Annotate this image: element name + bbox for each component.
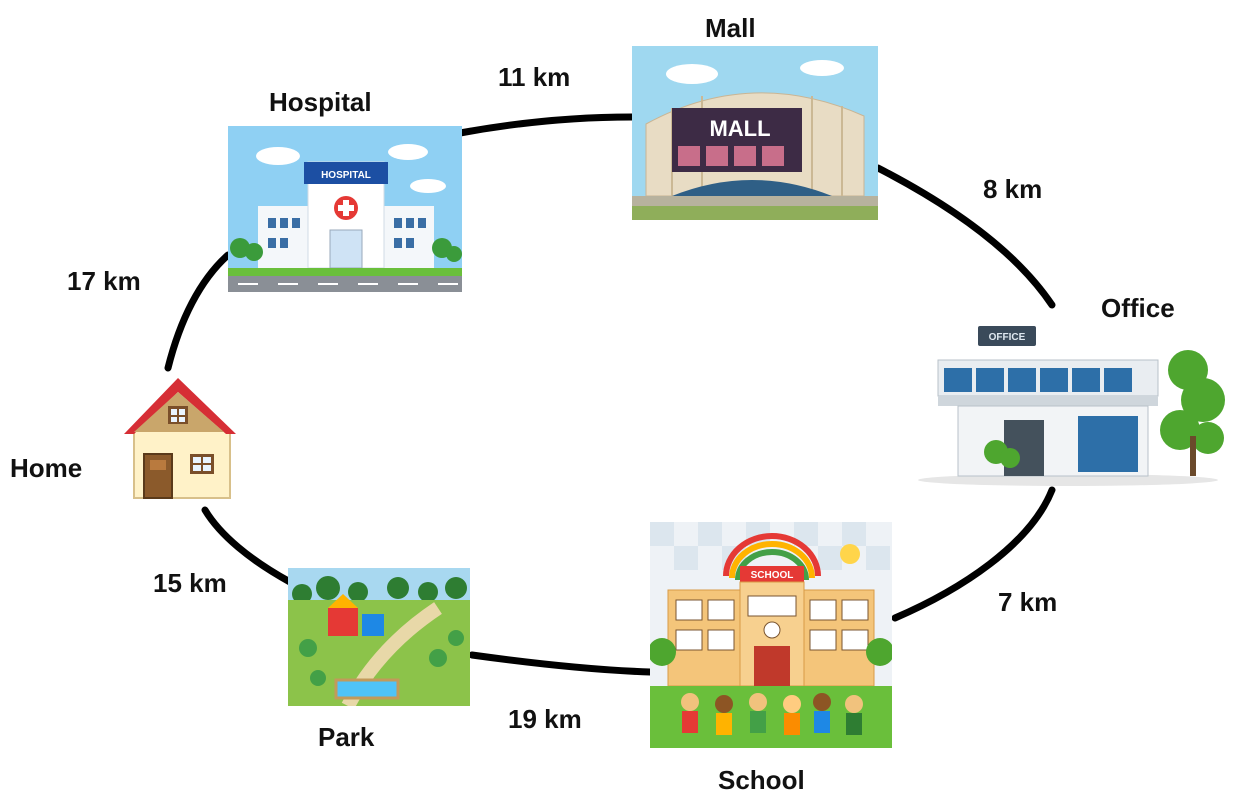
route-school-park [468, 651, 654, 676]
office-label: Office [1101, 293, 1175, 323]
route-home-hospital [164, 251, 232, 372]
distance-office-school: 7 km [998, 587, 1058, 617]
route-park-home [201, 506, 294, 586]
distance-school-park: 19 km [508, 704, 582, 734]
distance-mall-office: 8 km [983, 174, 1043, 204]
mall-sign: MALL [709, 116, 770, 141]
home-illustration [124, 378, 236, 499]
home-label: Home [10, 453, 83, 483]
distance-park-home: 15 km [153, 568, 227, 598]
distance-home-hospital: 17 km [67, 266, 141, 296]
mall-illustration: MALL [632, 46, 878, 220]
school-sign: SCHOOL [751, 570, 794, 581]
park-label: Park [318, 722, 375, 752]
hospital-label: Hospital [269, 87, 372, 117]
school-illustration: SCHOOL [650, 522, 892, 748]
hospital-sign: HOSPITAL [321, 170, 371, 181]
mall-label: Mall [705, 13, 756, 43]
park-illustration [288, 568, 470, 706]
route-hospital-mall [456, 113, 636, 137]
school-label: School [718, 765, 805, 795]
office-sign: OFFICE [989, 332, 1026, 343]
hospital-illustration: HOSPITAL [228, 126, 462, 292]
route-office-school [891, 486, 1056, 622]
distance-hospital-mall: 11 km [498, 62, 571, 92]
route-mall-office [874, 164, 1056, 309]
office-illustration: OFFICE [918, 326, 1225, 486]
